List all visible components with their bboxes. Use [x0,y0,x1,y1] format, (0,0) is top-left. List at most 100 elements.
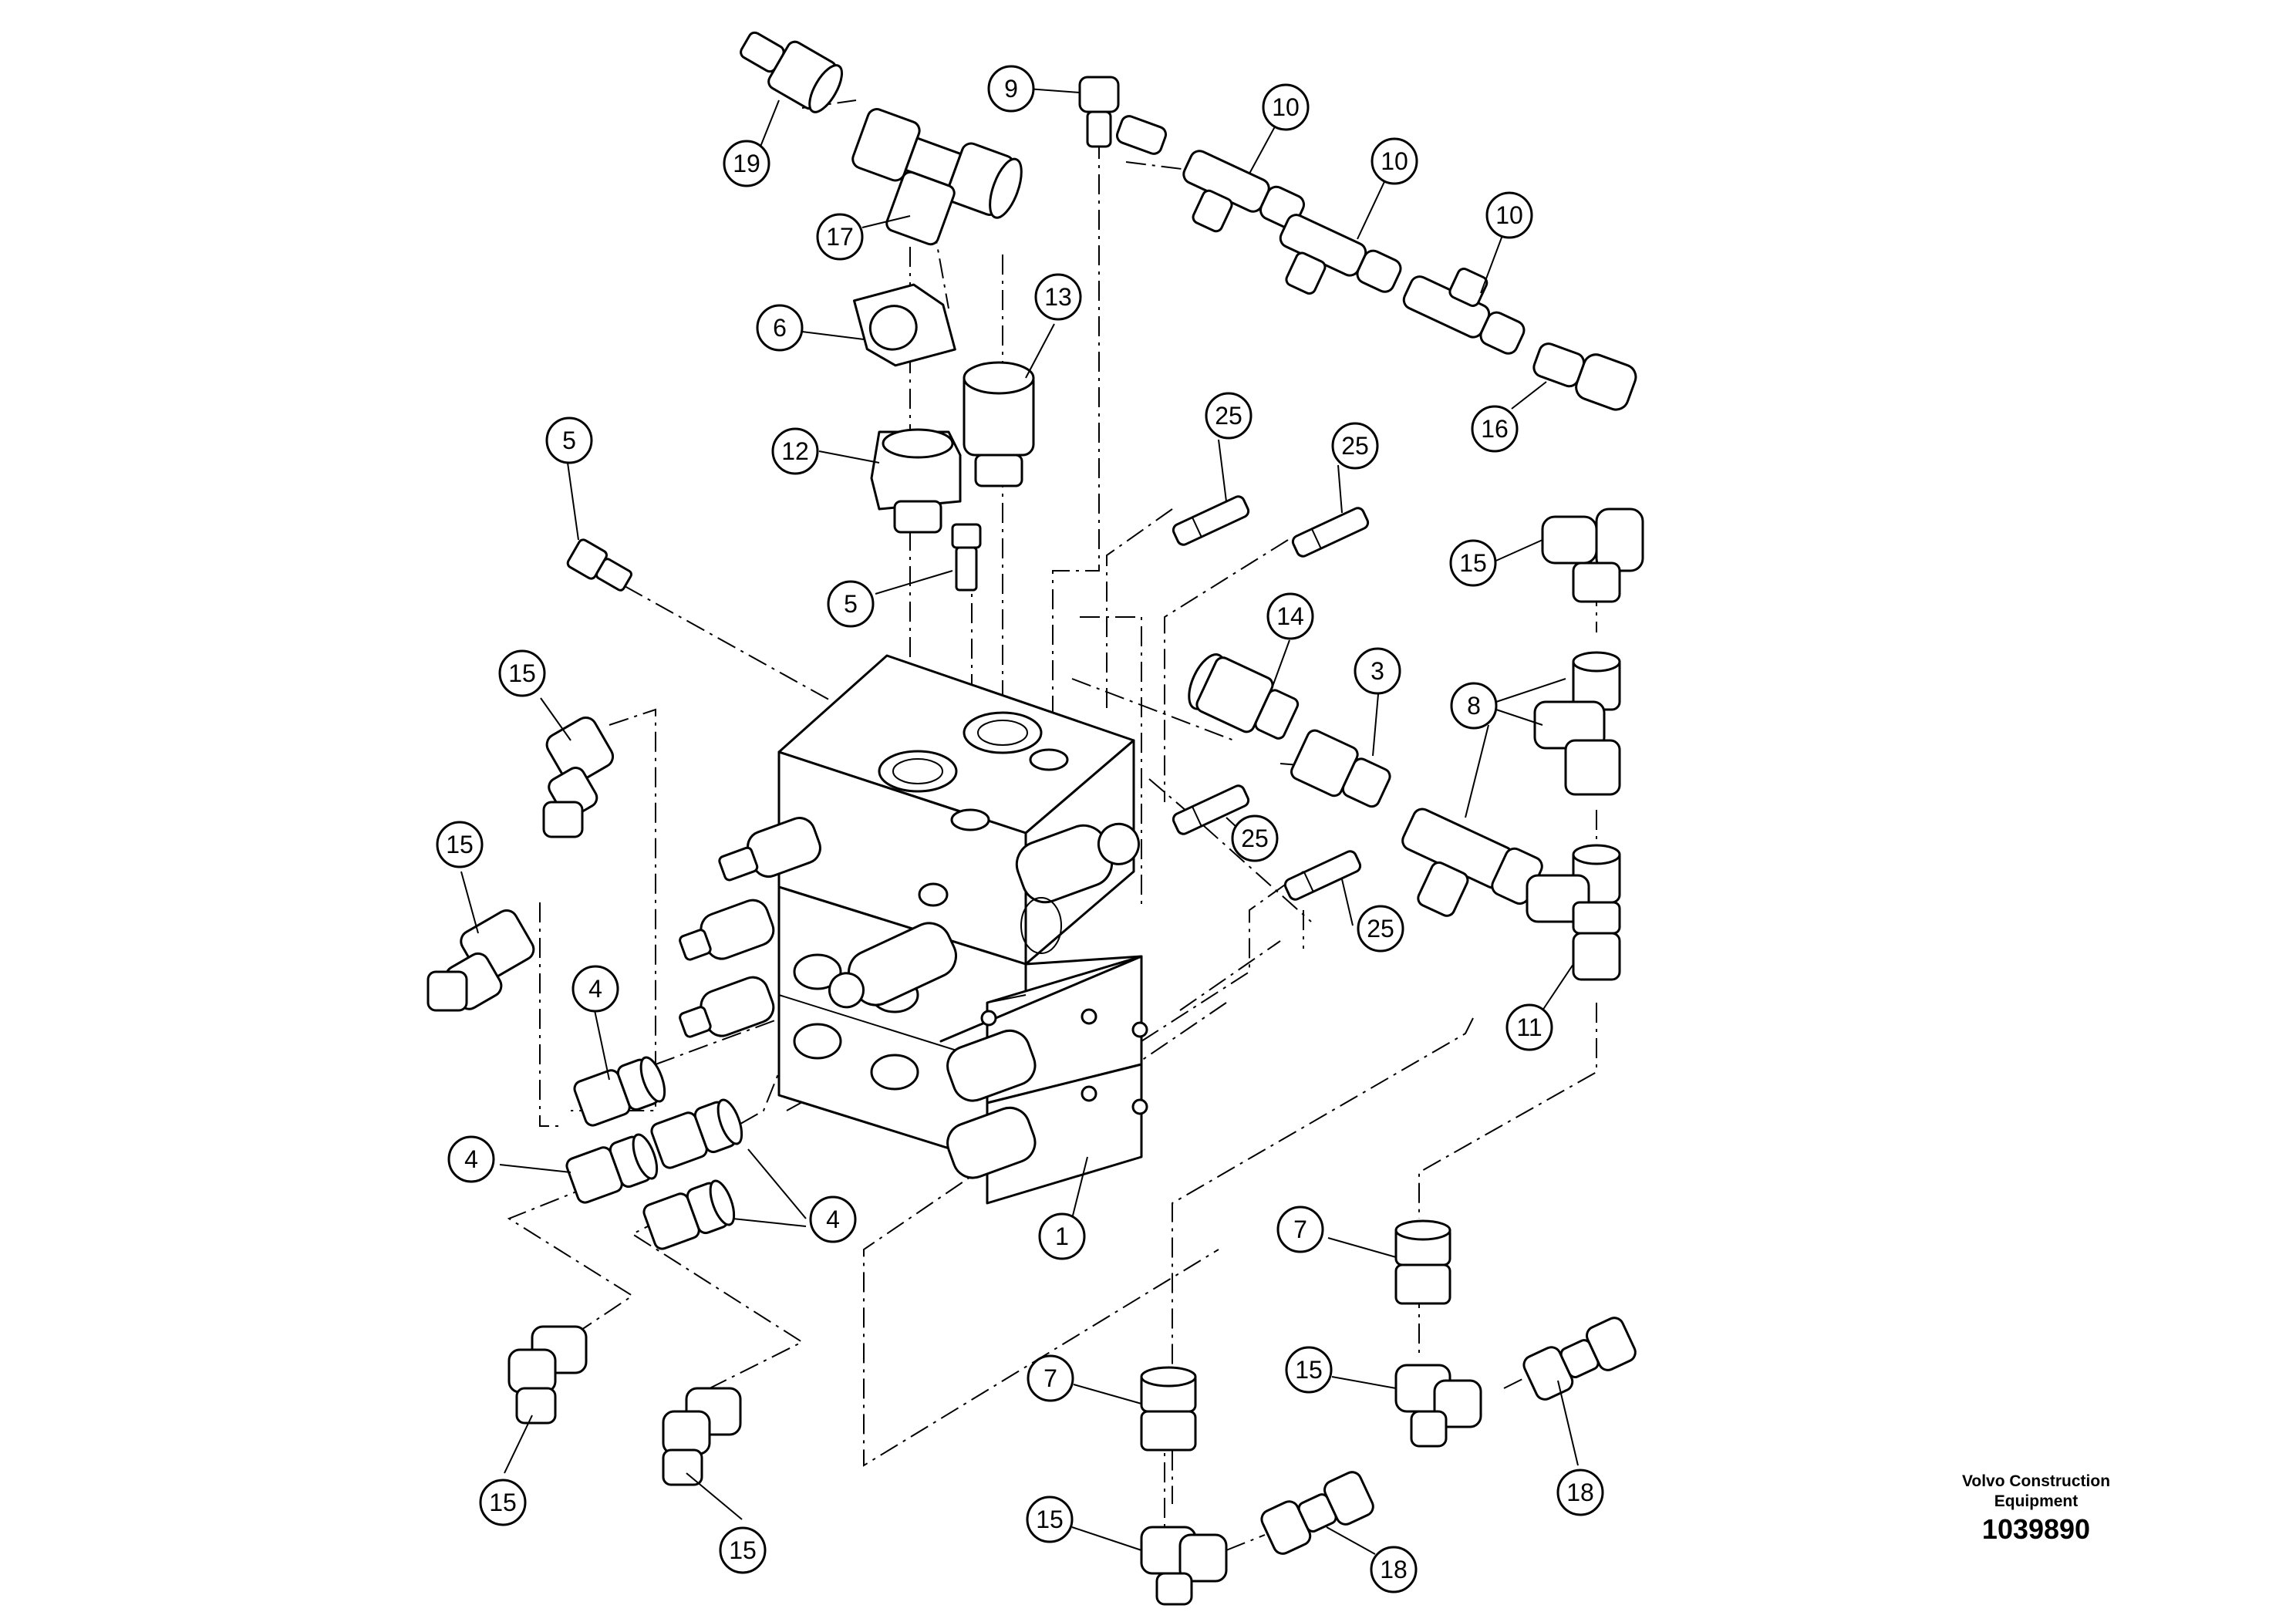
callout-13: 13 [1034,273,1082,321]
brand-label: Volvo Construction Equipment [1928,1472,2144,1512]
svg-text:12: 12 [781,437,809,465]
svg-text:17: 17 [826,223,854,251]
svg-text:4: 4 [826,1206,840,1233]
fitting-5-a [566,538,632,592]
callout-8: 8 [1450,682,1498,730]
svg-text:8: 8 [1467,692,1481,720]
callout-15: 15 [498,649,546,697]
fitting-18-a [1522,1317,1637,1401]
fitting-15-d [507,1325,588,1425]
fitting-19 [740,31,844,113]
callout-17: 17 [816,213,864,261]
fitting-10-c [1402,268,1526,355]
callout-4: 4 [809,1195,857,1243]
fitting-17 [851,108,1023,246]
callout-18: 18 [1556,1469,1604,1516]
fitting-15-f [1394,1364,1482,1448]
svg-text:25: 25 [1341,432,1369,460]
solenoid-coils [679,817,1140,1179]
drawing-number: 1039890 [1981,1513,2091,1545]
svg-text:15: 15 [508,659,536,687]
fitting-15-g [1140,1526,1228,1606]
callout-11: 11 [1505,1003,1553,1051]
svg-text:15: 15 [446,831,474,858]
svg-text:5: 5 [562,427,576,454]
fitting-6 [852,283,956,367]
svg-text:18: 18 [1566,1479,1594,1506]
fitting-7-b [1140,1366,1197,1452]
svg-text:1: 1 [1055,1222,1069,1250]
svg-text:13: 13 [1044,283,1072,311]
callout-15: 15 [1449,539,1497,587]
svg-text:10: 10 [1495,201,1523,229]
svg-text:10: 10 [1381,147,1408,175]
callout-15: 15 [479,1479,527,1526]
svg-text:7: 7 [1293,1216,1307,1243]
callout-5: 5 [545,416,593,464]
callout-4: 4 [571,965,619,1013]
fitting-8-b [1533,651,1621,796]
fitting-15-e [662,1387,742,1486]
fitting-4-c [650,1098,743,1169]
callout-15: 15 [1285,1346,1333,1394]
pin-25-c [1172,784,1250,835]
callout-1: 1 [1038,1212,1086,1260]
fitting-16 [1532,342,1637,411]
svg-text:25: 25 [1241,824,1269,852]
fitting-15-a [1541,508,1644,603]
pin-25-d [1283,850,1362,901]
svg-text:10: 10 [1272,93,1300,121]
callout-19: 19 [723,140,770,187]
callout-4: 4 [447,1135,495,1183]
callout-10: 10 [1262,83,1310,131]
callout-6: 6 [756,304,804,352]
fitting-5-b [951,523,982,592]
callout-25: 25 [1357,905,1404,953]
callout-7: 7 [1276,1206,1324,1253]
leader-lines [460,88,1579,1555]
svg-text:3: 3 [1371,657,1384,685]
svg-text:11: 11 [1516,1013,1542,1041]
fitting-4-a [573,1056,666,1127]
callout-18: 18 [1370,1546,1418,1593]
callout-14: 14 [1266,592,1314,640]
svg-text:19: 19 [733,150,760,177]
callout-25: 25 [1231,814,1279,862]
callout-5: 5 [827,580,875,628]
fitting-8 [1401,808,1543,917]
fitting-18-b [1260,1471,1374,1555]
svg-text:5: 5 [844,590,858,618]
fitting-4-b [565,1133,659,1204]
callout-3: 3 [1354,647,1401,695]
valve-block [777,654,1148,1205]
svg-text:16: 16 [1481,415,1509,443]
callout-15: 15 [1026,1496,1074,1543]
svg-text:6: 6 [773,314,787,342]
svg-text:7: 7 [1043,1364,1057,1392]
callout-15: 15 [719,1526,767,1574]
brand-line-1: Volvo Construction [1961,1472,2111,1490]
brand-line-2: Equipment [1994,1492,2079,1510]
callout-10: 10 [1371,137,1418,185]
fitting-12 [870,428,962,534]
svg-text:9: 9 [1004,75,1018,103]
fitting-4-d [642,1179,736,1250]
callout-12: 12 [771,427,819,475]
fitting-13 [963,361,1035,487]
callout-7: 7 [1027,1354,1074,1402]
pin-25-a [1172,495,1250,546]
pin-25-b [1291,507,1370,558]
callout-25: 25 [1331,422,1379,470]
svg-text:15: 15 [1459,549,1487,577]
svg-text:18: 18 [1380,1556,1408,1583]
fitting-15-c [426,909,535,1012]
fitting-11 [1526,844,1621,981]
fitting-10-b [1279,214,1402,295]
fitting-3 [1290,729,1391,808]
svg-text:14: 14 [1276,602,1304,630]
callout-9: 9 [987,65,1035,113]
svg-text:4: 4 [588,975,602,1003]
fitting-14 [1188,653,1300,740]
callout-25: 25 [1205,392,1253,440]
